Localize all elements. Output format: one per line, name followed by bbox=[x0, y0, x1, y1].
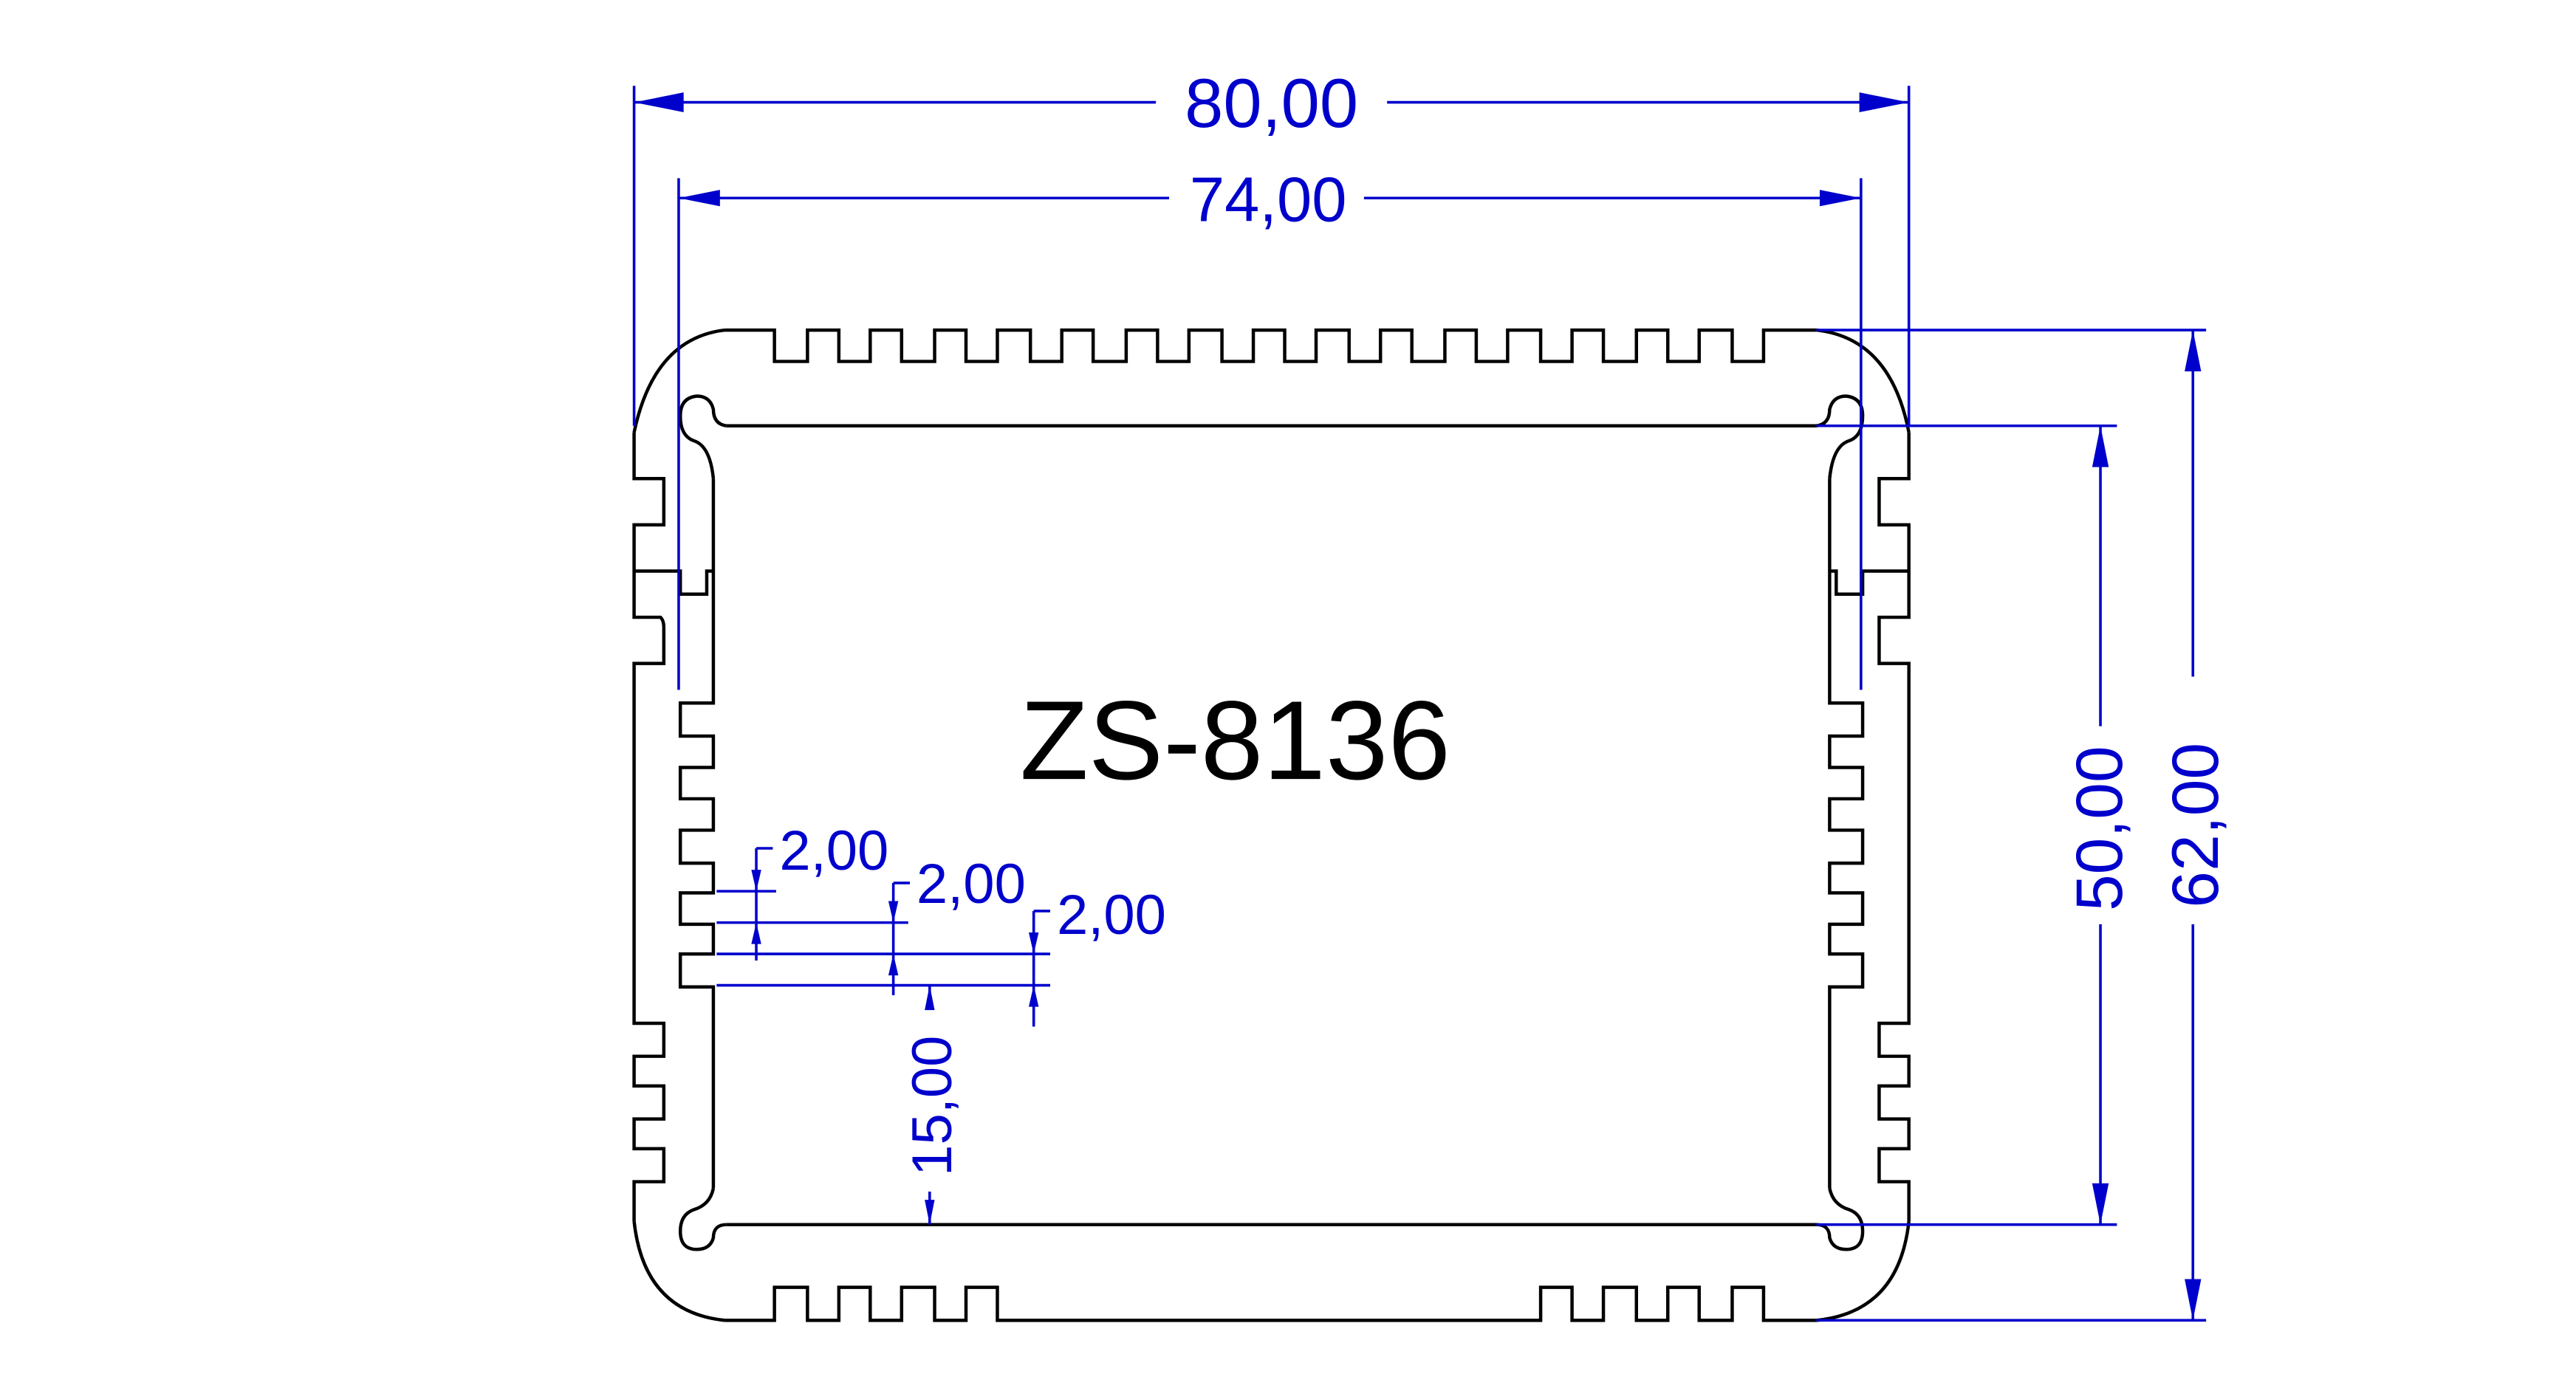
arrow-down-icon bbox=[2185, 1279, 2202, 1321]
arrow-down-icon bbox=[888, 901, 899, 923]
dimension-inner-height: 50,00 bbox=[1816, 424, 2136, 1226]
arrow-up-icon bbox=[2092, 425, 2109, 467]
arrow-up-icon bbox=[888, 954, 899, 976]
bottom-left-screw-boss bbox=[678, 1187, 727, 1251]
arrow-down-icon bbox=[925, 1200, 935, 1225]
arrow-right-icon bbox=[1859, 92, 1909, 113]
dimension-fin-pitch: 2,00 2,00 2,00 bbox=[716, 820, 1166, 1027]
bottom-fin-row bbox=[724, 1285, 1817, 1322]
arrow-down-icon bbox=[2092, 1183, 2109, 1225]
arrow-up-icon bbox=[751, 922, 761, 944]
arrow-up-icon bbox=[925, 985, 935, 1011]
arrow-up-icon bbox=[1028, 985, 1039, 1007]
right-fin-column bbox=[1829, 432, 1911, 1222]
top-left-corner bbox=[632, 328, 725, 433]
right-inner-fins bbox=[1828, 478, 1865, 1189]
overall-height-label: 62,00 bbox=[2158, 743, 2232, 908]
dimension-fin-offset: 15,00 bbox=[901, 985, 964, 1225]
fin-pitch-3-label: 2,00 bbox=[1057, 884, 1166, 946]
bottom-right-screw-boss bbox=[1816, 1187, 1865, 1251]
top-right-screw-boss bbox=[1816, 394, 1865, 479]
dimension-overall-width: 80,00 bbox=[632, 64, 1911, 426]
top-left-screw-boss bbox=[678, 394, 727, 479]
fin-pitch-2-label: 2,00 bbox=[917, 853, 1026, 915]
arrow-left-icon bbox=[678, 190, 720, 207]
top-right-corner bbox=[1816, 328, 1911, 433]
left-inner-fins bbox=[678, 478, 716, 1189]
dimension-overall-height: 62,00 bbox=[1816, 329, 2232, 1322]
arrow-down-icon bbox=[1028, 932, 1039, 955]
enclosure-profile bbox=[632, 328, 1911, 1322]
dimension-inner-width: 74,00 bbox=[677, 165, 1863, 690]
fin-pitch-1-label: 2,00 bbox=[779, 820, 888, 882]
top-fin-row bbox=[724, 328, 1817, 363]
left-fin-column bbox=[632, 432, 713, 1222]
bottom-left-corner bbox=[632, 1220, 725, 1322]
bottom-right-corner bbox=[1816, 1220, 1911, 1322]
part-number-label: ZS-8136 bbox=[1020, 678, 1450, 803]
arrow-left-icon bbox=[634, 92, 684, 113]
fin-offset-label: 15,00 bbox=[901, 1036, 964, 1176]
arrow-right-icon bbox=[1819, 190, 1861, 207]
arrow-down-icon bbox=[751, 870, 761, 892]
inner-height-label: 50,00 bbox=[2062, 746, 2136, 911]
overall-width-label: 80,00 bbox=[1185, 64, 1358, 142]
inner-width-label: 74,00 bbox=[1190, 165, 1347, 236]
arrow-up-icon bbox=[2185, 330, 2202, 371]
